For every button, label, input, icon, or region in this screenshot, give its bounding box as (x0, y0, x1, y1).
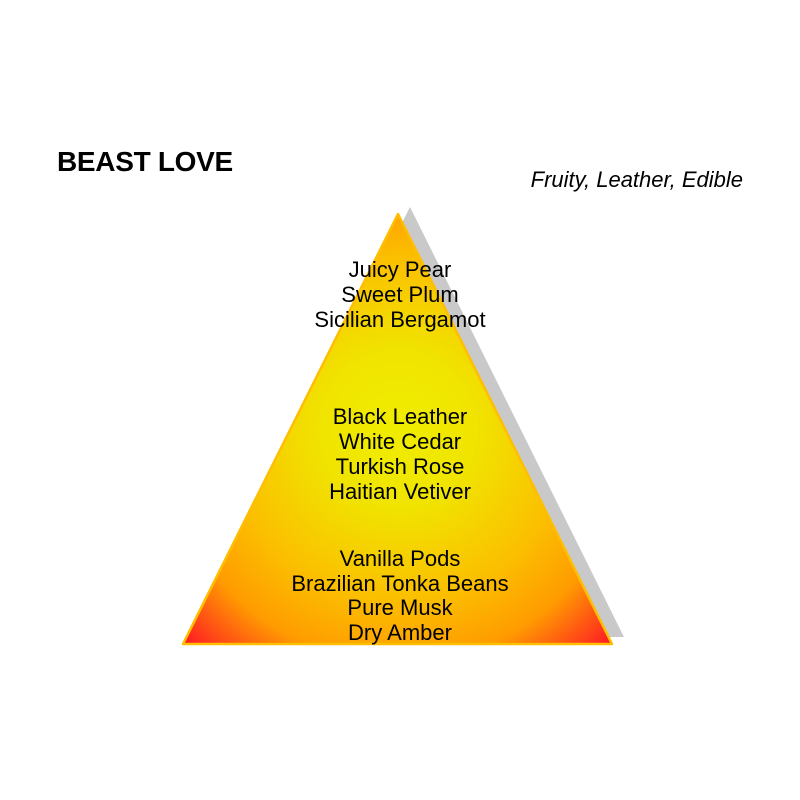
base-notes-group: Vanilla Pods Brazilian Tonka Beans Pure … (0, 546, 800, 645)
note-line: Sweet Plum (341, 282, 459, 307)
note-line: Vanilla Pods (339, 546, 461, 571)
heart-notes-group: Black Leather White Cedar Turkish Rose H… (0, 404, 800, 504)
top-notes-group: Juicy Pear Sweet Plum Sicilian Bergamot (0, 257, 800, 332)
note-line: Dry Amber (348, 619, 452, 645)
note-line: Sicilian Bergamot (314, 307, 486, 332)
note-line: Turkish Rose (335, 454, 465, 479)
note-line: Brazilian Tonka Beans (291, 570, 509, 596)
note-line: Pure Musk (347, 595, 453, 620)
pyramid-triangle (181, 212, 614, 646)
note-line: White Cedar (338, 429, 462, 454)
note-line: Haitian Vetiver (329, 479, 471, 504)
note-line: Juicy Pear (348, 257, 452, 282)
scent-profile-subtitle: Fruity, Leather, Edible (530, 167, 743, 192)
note-line: Black Leather (332, 404, 468, 429)
page-title: BEAST LOVE (57, 146, 233, 177)
